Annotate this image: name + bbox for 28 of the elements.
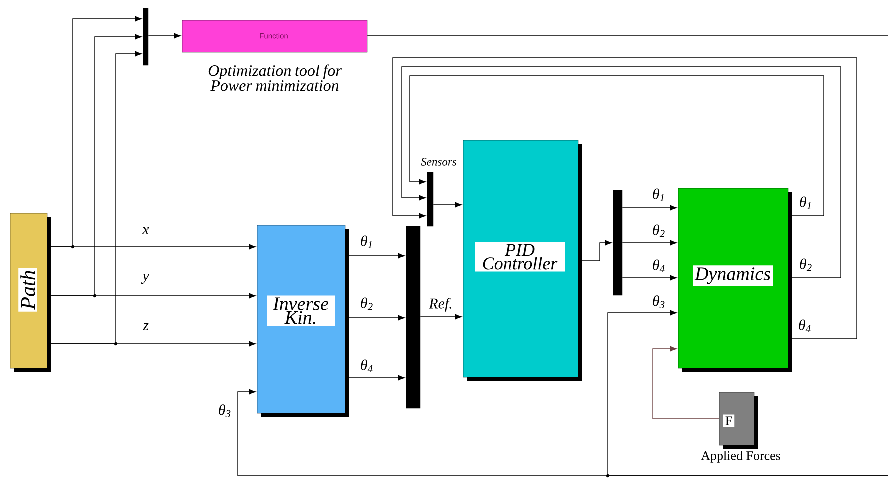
edge-label: θ$_{4}$: [359, 358, 375, 374]
node-label: Applied Forces: [701, 451, 780, 463]
bar-symbol: [406, 226, 421, 409]
edge-label: θ$_{4}$: [797, 318, 813, 334]
connector-arrow: [622, 205, 677, 211]
edge-label: y: [141, 272, 150, 286]
edge-label: θ$_{3}$: [217, 404, 233, 418]
connector-arrow: [608, 310, 888, 476]
edge-label: θ$_{2}$: [359, 296, 375, 312]
sensor-label: Sensors: [421, 158, 457, 166]
edge-label: θ$_{2}$: [651, 224, 667, 238]
edge-label: θ$_{4}$: [651, 258, 667, 274]
edge-label: θ$_{1}$: [359, 234, 375, 250]
connector-arrow: [622, 240, 677, 246]
connector-arrow: [420, 314, 462, 320]
edge-label: θ$_{1}$: [651, 188, 667, 202]
edge-label: x: [142, 226, 150, 236]
edge-label: θ$_{1}$: [798, 196, 814, 210]
connector-arrow: [622, 275, 677, 281]
edge-label: z: [142, 322, 150, 332]
edge-label: θ$_{2}$: [798, 258, 814, 272]
connector-arrow: [652, 346, 720, 420]
node-label: Optimization tool for Power minimization: [208, 64, 342, 92]
connector-arrow: [148, 33, 181, 39]
connector-arrow: [433, 202, 462, 208]
edge-label: θ$_{3}$: [651, 294, 667, 310]
edge-label: Ref.: [428, 297, 454, 313]
connector-arrow: [410, 76, 824, 216]
